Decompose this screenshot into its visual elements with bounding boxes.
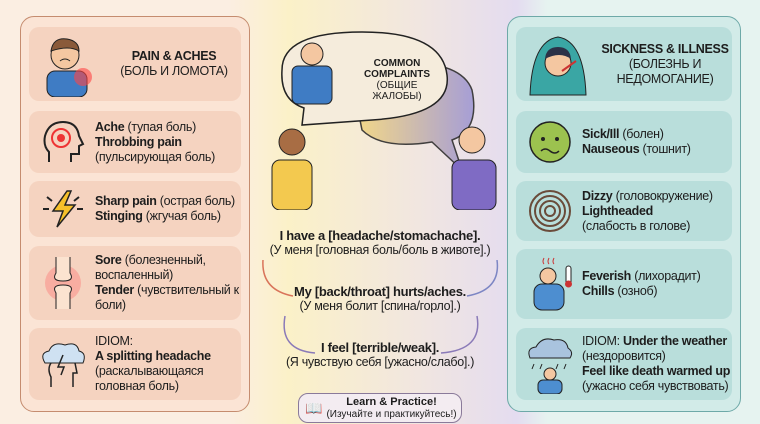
stormy-head-icon [39,340,87,388]
nauseous-card: Sick/Ill (болен)Nauseous (тошнит) [516,111,732,173]
term: Lightheaded [582,203,654,218]
translation: (лихорадит) [631,269,701,283]
phrase-ru: (У меня болит [спина/горло].) [299,299,461,313]
phrase-en: My [back/throat] hurts/aches. [294,284,466,299]
sore-card: Sore (болезненный, воспаленный)Tender (ч… [29,246,241,320]
term: Chills [582,284,615,298]
term: Tender [95,283,134,297]
feverish-card: Feverish (лихорадит) Chills (озноб) [516,249,732,319]
sickness-illness-panel: SICKNESS & ILLNESS(БОЛЕЗНЬ И НЕДОМОГАНИЕ… [507,16,741,412]
translation: (острая боль) [156,194,235,208]
translation: (тошнит) [639,142,691,156]
pain-title-ru: (БОЛЬ И ЛОМОТА) [120,64,228,78]
sick-title: SICKNESS & ILLNESS [601,41,729,56]
term: Nauseous [582,142,640,156]
learn-practice-button[interactable]: 📖 Learn & Practice!(Изучайте и практикуй… [298,393,462,423]
translation: (болезненный, воспаленный) [95,253,206,282]
phrase-1: I have a [headache/stomachache].(У меня … [255,228,505,257]
translation: (слабость в голове) [582,218,691,233]
idiom-label: IDIOM: [95,334,133,348]
spiral-icon [526,187,574,235]
feverish-person-icon [526,257,574,311]
sore-joint-icon [39,257,87,309]
dizzy-card: Dizzy (головокружение)Lightheaded(слабос… [516,181,732,241]
center-title-ru: (ОБЩИЕ ЖАЛОБЫ) [372,80,422,102]
throbbing-head-icon [39,118,87,166]
flow-arrows [262,260,499,354]
center-title: COMMON COMPLAINTS [363,58,431,80]
person-in-pain-icon [39,38,99,97]
term: A splitting headache [95,349,211,363]
term: Sharp pain [95,194,157,208]
sick-person-blanket-icon [526,36,590,96]
idiom-headache-card: IDIOM:A splitting headache(раскалывающая… [29,328,241,400]
translation: (раскалывающаяся головная боль) [95,364,204,393]
pain-title: PAIN & ACHES [131,49,217,63]
translation: (чувствительный к боли) [95,283,239,312]
pain-aches-panel: PAIN & ACHES(БОЛЬ И ЛОМОТА) Ache (тупая … [20,16,250,412]
phrase-ru: (Я чувствую себя [ужасно/слабо].) [285,355,475,369]
rain-cloud-person-icon [526,338,574,394]
nauseous-face-icon [526,118,574,166]
term: Dizzy [582,188,613,203]
term: Stinging [95,209,143,223]
phrase-3: I feel [terrible/weak].(Я чувствую себя … [255,340,505,369]
pain-header-card: PAIN & ACHES(БОЛЬ И ЛОМОТА) [29,27,241,101]
translation: (тупая боль) [124,119,197,134]
ache-card: Ache (тупая боль)Throbbing pain(пульсиру… [29,111,241,173]
term: Feel like death warmed up [582,364,731,378]
sickness-header-card: SICKNESS & ILLNESS(БОЛЕЗНЬ И НЕДОМОГАНИЕ… [516,27,732,101]
translation: (нездоровится) [582,349,666,363]
phrase-en: I feel [terrible/weak]. [320,340,440,355]
term: Ache [95,119,125,134]
translation: (ужасно себя чувствовать) [582,379,729,393]
translation: (болен) [619,127,664,141]
lightning-bolt-icon [39,185,87,233]
speech-bubble-illustration: COMMON COMPLAINTS(ОБЩИЕ ЖАЛОБЫ) [262,20,502,211]
term: Feverish [582,269,632,283]
phrase-2: My [back/throat] hurts/aches.(У меня бол… [255,284,505,313]
term: Sore [95,253,122,267]
term: Under the weather [622,334,727,348]
term: Throbbing pain [95,134,182,149]
translation: (пульсирующая боль) [95,149,215,164]
term: Sick/Ill [582,127,620,141]
sick-title-ru: (БОЛЕЗНЬ И НЕДОМОГАНИЕ) [616,56,714,86]
idiom-label: IDIOM: [582,334,623,348]
translation: (озноб) [614,284,658,298]
book-icon: 📖 [305,399,323,416]
phrase-en: I have a [headache/stomachache]. [279,228,481,243]
practice-label: Learn & Practice! [346,395,437,408]
phrase-ru: (У меня [головная боль/боль в животе].) [269,243,491,257]
translation: (жгучая боль) [142,209,221,223]
idiom-weather-card: IDIOM: Under the weather(нездоровится)Fe… [516,328,732,400]
practice-label-ru: (Изучайте и практикуйтесь!) [326,408,457,420]
sharp-pain-card: Sharp pain (острая боль) Stinging (жгучая… [29,181,241,237]
translation: (головокружение) [612,188,713,203]
